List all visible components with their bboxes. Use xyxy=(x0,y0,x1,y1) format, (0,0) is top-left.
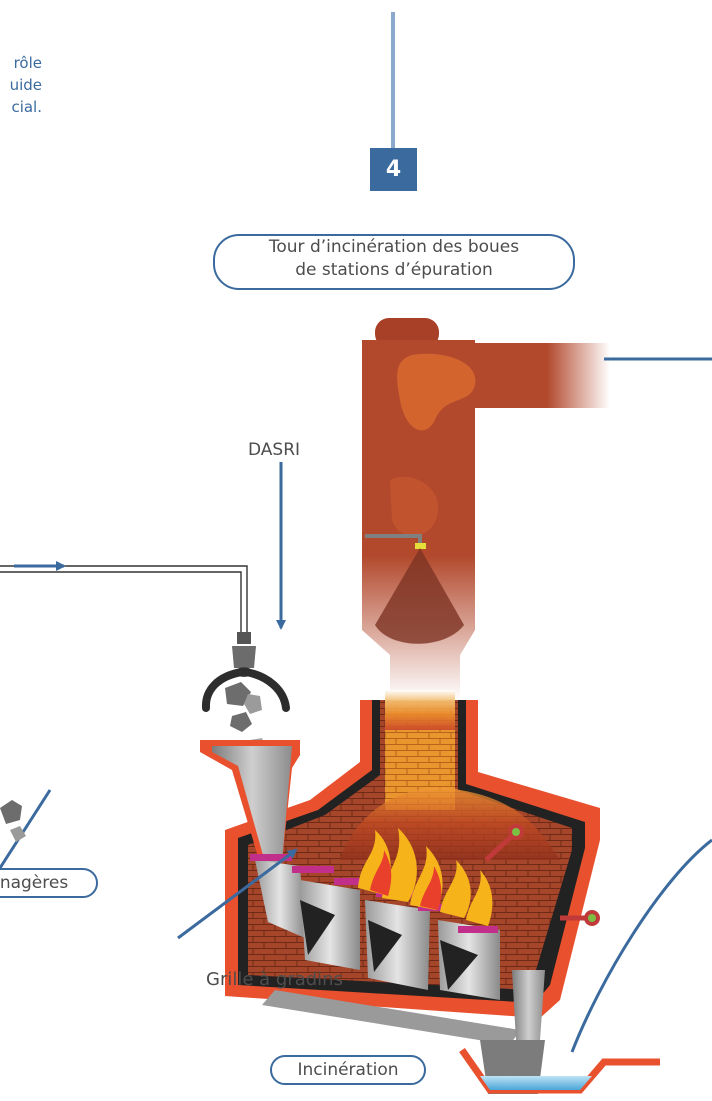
stepped-grate xyxy=(250,854,500,1000)
waste-pit xyxy=(0,789,52,869)
intro-text: rôle uide cial. xyxy=(0,52,42,118)
intro-line-3: cial. xyxy=(11,98,42,116)
grab-crane xyxy=(202,632,290,712)
furnace xyxy=(200,690,600,1094)
dasri-label: DASRI xyxy=(248,440,301,460)
incineration-label: Incinération xyxy=(270,1055,426,1085)
step-badge: 4 xyxy=(370,148,417,191)
tower-label-line-2: de stations d’épuration xyxy=(295,260,493,280)
grate-label: Grille à gradins xyxy=(206,969,343,990)
menageres-label: nagères xyxy=(0,868,98,898)
intro-line-2: uide xyxy=(9,76,42,94)
intro-line-1: rôle xyxy=(13,54,42,72)
tower-label: Tour d’incinération des boues de station… xyxy=(213,234,575,290)
grate-pointer-line xyxy=(177,848,298,940)
tower-label-line-1: Tour d’incinération des boues xyxy=(268,237,520,257)
crane-cable xyxy=(0,565,248,632)
flames xyxy=(358,828,493,926)
sludge-incineration-tower xyxy=(362,318,610,700)
quench-basin xyxy=(459,1047,660,1094)
right-curve-line xyxy=(570,838,712,1053)
